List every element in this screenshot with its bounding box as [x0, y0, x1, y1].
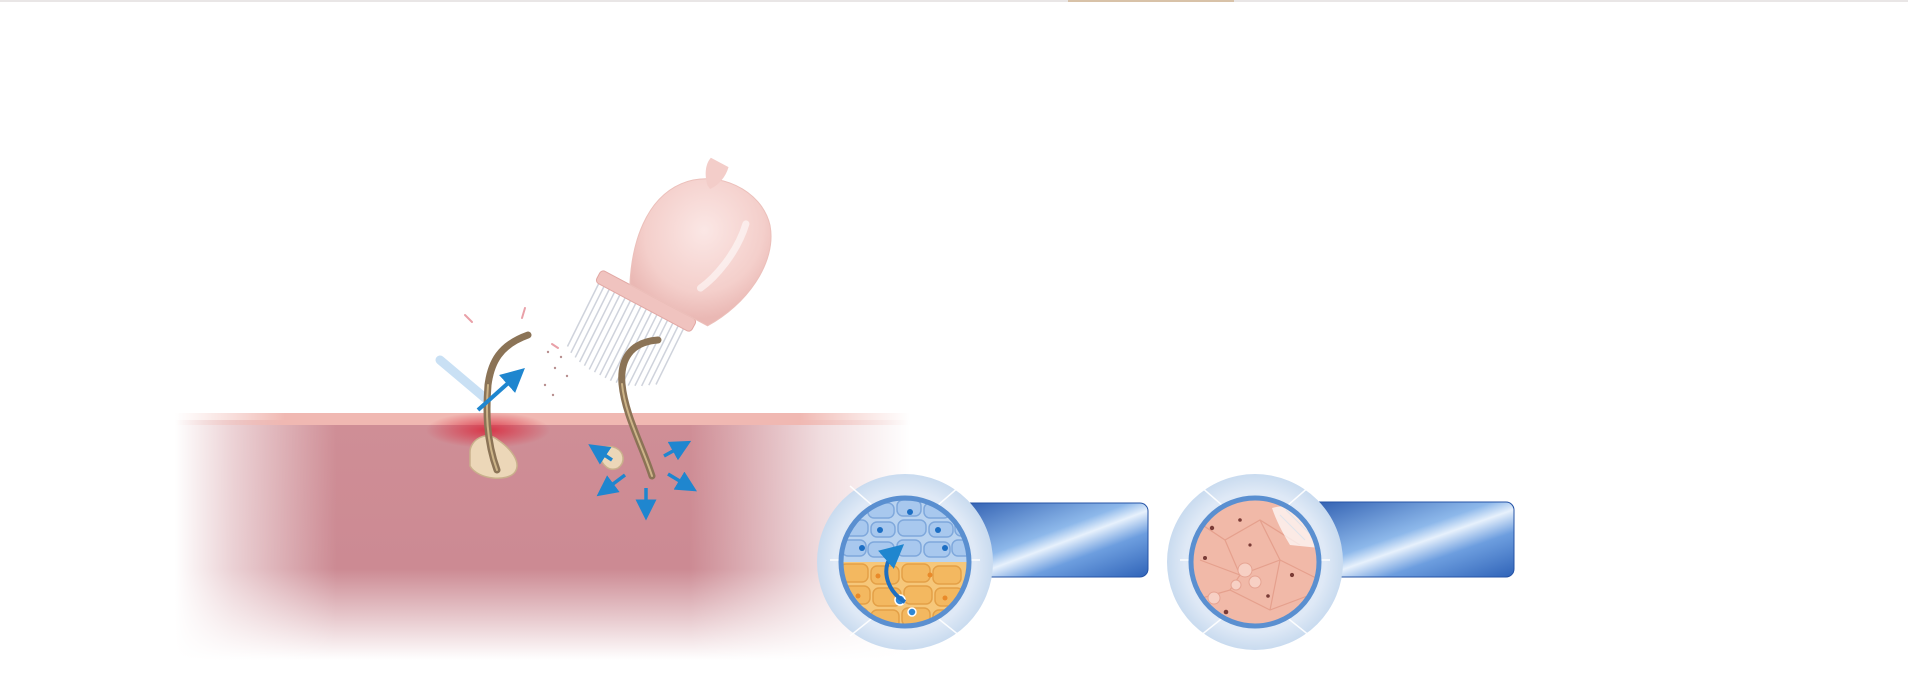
hair-follicle: [469, 331, 532, 479]
facial-brush: [566, 157, 772, 387]
light-beam: [435, 355, 490, 403]
radiating-arrows: [588, 440, 698, 521]
magnifier-rim: [1188, 495, 1322, 629]
debris-dots: [543, 350, 569, 397]
arrow-icon: [878, 544, 907, 604]
callout-skin-texture: [1167, 474, 1515, 650]
arrow-icon: [596, 473, 627, 497]
callout-cell-renewal: [817, 474, 1149, 650]
magnifier-rim: [838, 495, 972, 629]
magnifier-skin-surface: [1193, 500, 1317, 624]
arrow-icon: [476, 367, 525, 412]
arrow-icon: [588, 444, 613, 465]
skin-cross-section: [175, 412, 910, 660]
top-border-accent: [1068, 0, 1234, 2]
spark-marks: [464, 307, 559, 349]
top-border: [0, 0, 1908, 2]
arrow-icon: [663, 440, 692, 461]
arrow-icon: [667, 471, 698, 492]
